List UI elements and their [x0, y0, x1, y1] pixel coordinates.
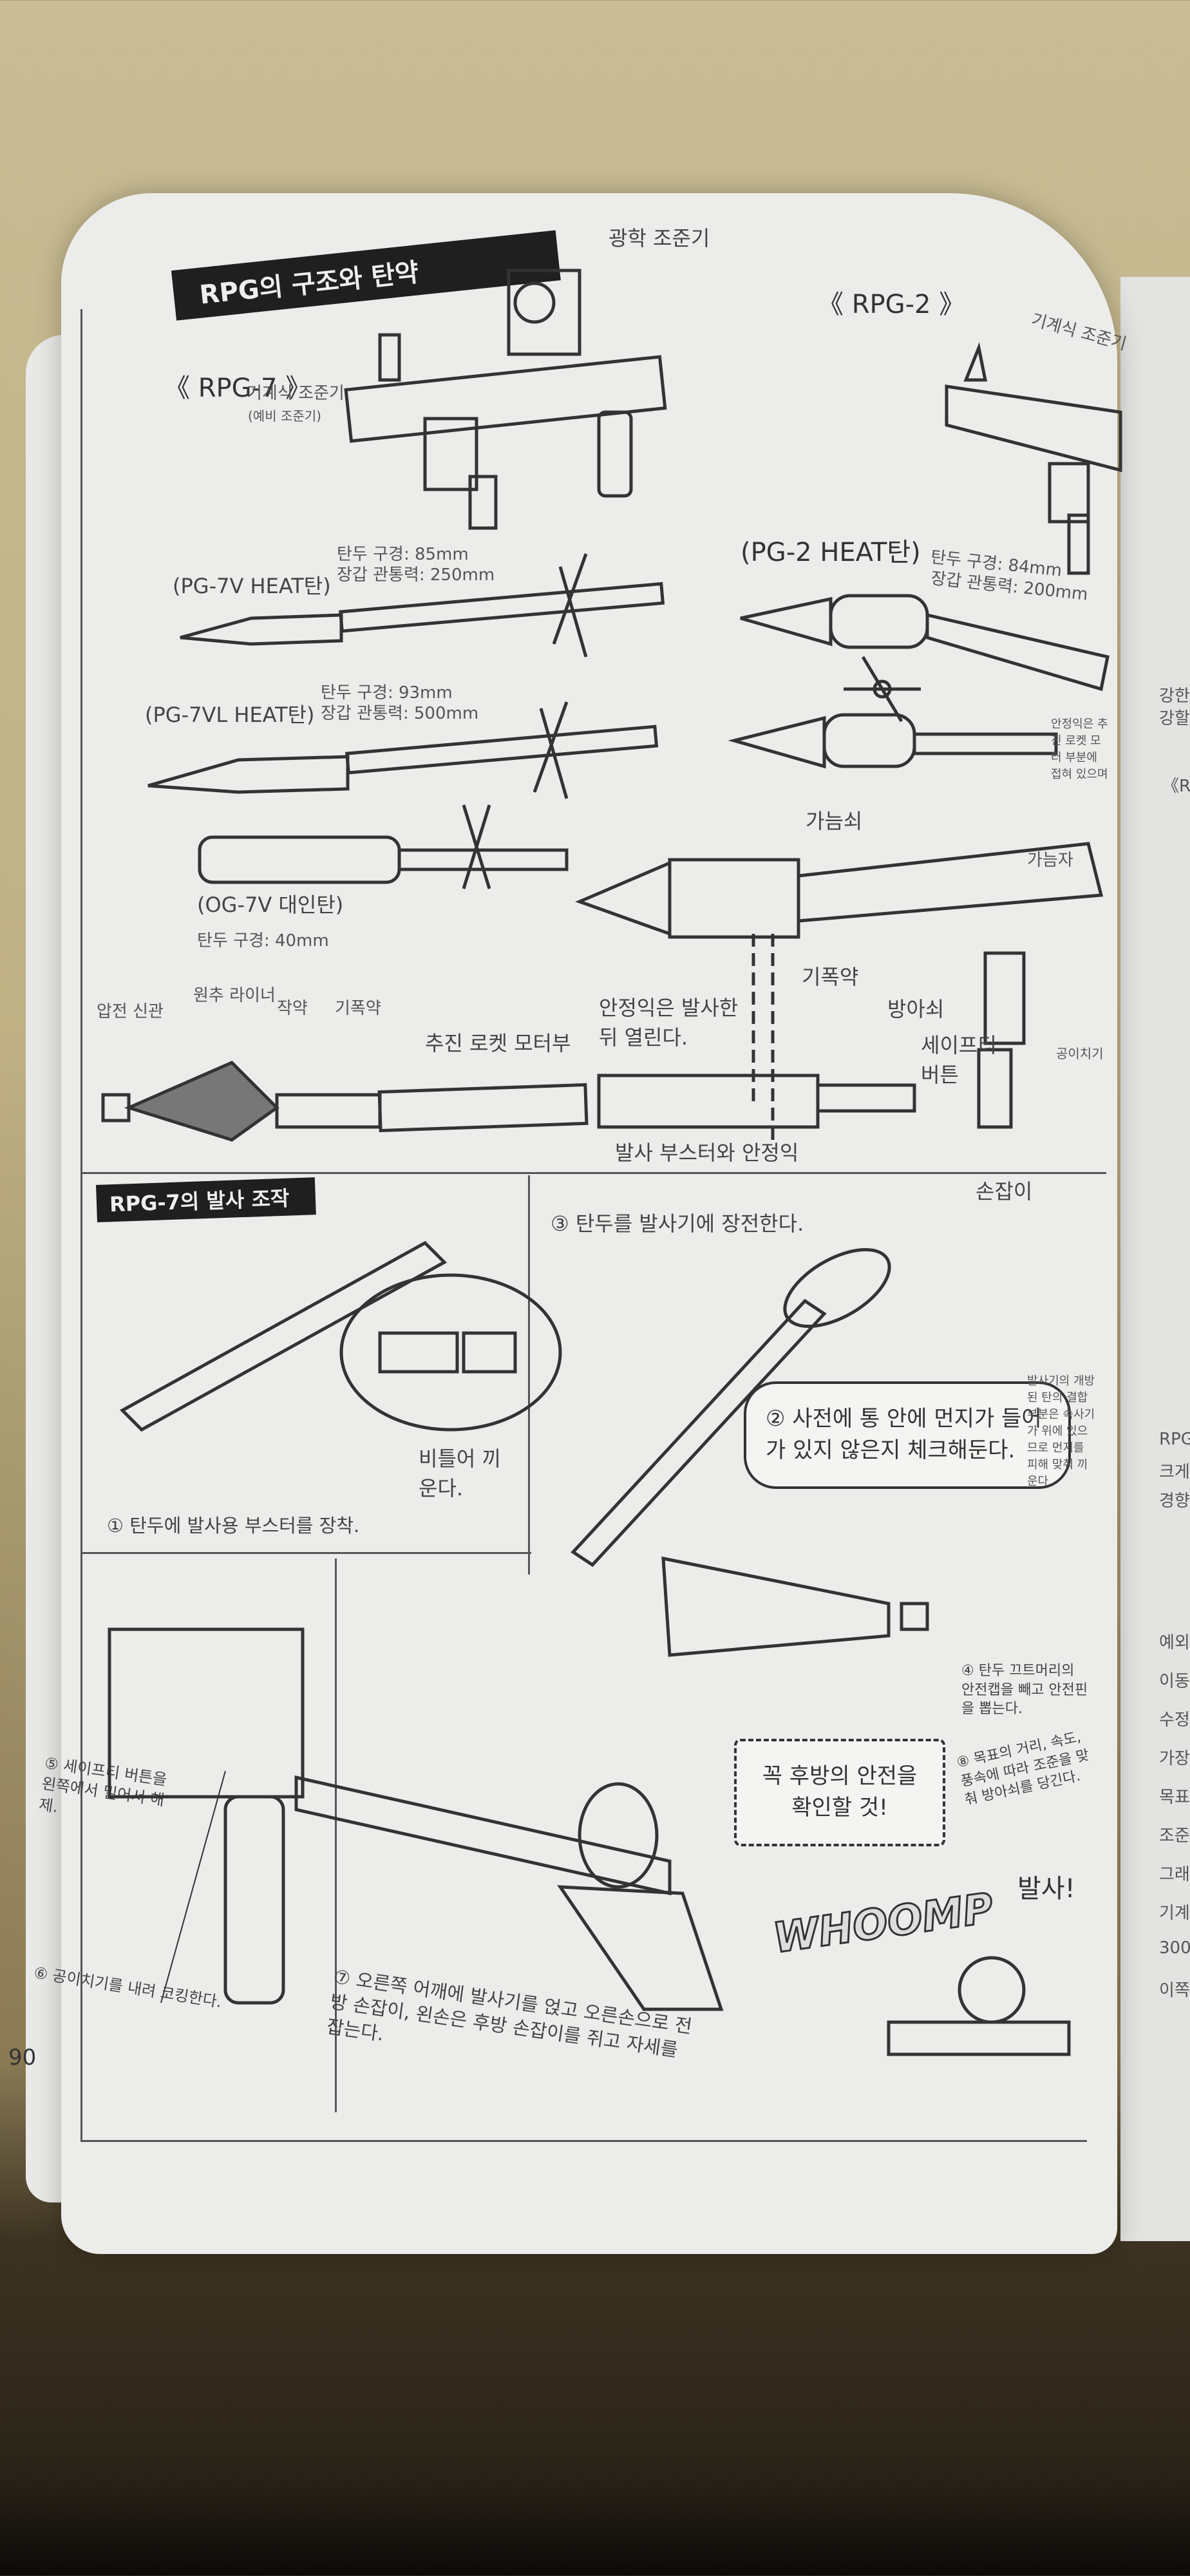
right-page-fragment: 300m	[1159, 1938, 1190, 1958]
pg7v-round-illustration	[180, 553, 665, 658]
panel-divider	[80, 1552, 531, 1554]
right-page-fragment: 예외	[1159, 1633, 1190, 1653]
rpg2-cutaway-illustration	[575, 842, 1104, 1140]
right-page-fragment: 이쪽	[1159, 1981, 1190, 2000]
right-page	[1120, 277, 1190, 2241]
round-name-pg7vl: (PG-7VL HEAT탄)	[145, 703, 315, 727]
rpg7-launcher-illustration	[344, 269, 667, 530]
fire-exclamation: 발사!	[1017, 1874, 1075, 1904]
front-sight-label: 가늠쇠	[806, 809, 863, 833]
round-name-og7v: (OG-7V 대인탄)	[197, 893, 344, 917]
right-page-fragment: 이동	[1159, 1672, 1190, 1691]
pg2-round-illustration	[728, 594, 1110, 769]
round-name-pg7v: (PG-7V HEAT탄)	[173, 574, 331, 598]
right-page-fragment: 크게	[1159, 1463, 1190, 1482]
detonator-label-launcher: 기폭약	[802, 965, 859, 989]
warning-bubble: 꼭 후방의 안전을 확인할 것!	[734, 1739, 945, 1846]
panel-divider	[528, 1175, 530, 1575]
booster-label: 발사 부스터와 안정익	[615, 1141, 799, 1165]
right-page-fragment: 《R	[1162, 777, 1190, 796]
detonator-label: 기폭약	[335, 999, 381, 1018]
pg7vl-round-illustration	[147, 701, 659, 799]
right-page-fragment: 경향	[1159, 1492, 1190, 1511]
loading-illustration	[571, 1247, 891, 1567]
iron-sight-note: (예비 조준기)	[248, 408, 321, 424]
right-page-fragment: 목표	[1159, 1788, 1190, 1807]
rocket-motor-label: 추진 로켓 모터부	[425, 1031, 571, 1056]
right-page-fragment: 그래	[1159, 1865, 1190, 1884]
right-page-fragment: 수정	[1159, 1710, 1190, 1730]
cone-liner-label: 원추 라이너	[193, 986, 276, 1005]
book-page	[61, 193, 1117, 2254]
booster-attach-illustration	[119, 1240, 562, 1432]
trigger-label: 방아쇠	[887, 997, 945, 1021]
twist-note: 비틀어 끼운다.	[419, 1446, 501, 1501]
right-page-fragment: 강할	[1159, 709, 1190, 728]
right-page-fragment: 기계	[1159, 1904, 1190, 1923]
operation-panel	[80, 1172, 1087, 2142]
round-penetration-pg7vl: 장갑 관통력: 500mm	[321, 704, 479, 723]
page-number: 90	[8, 2045, 37, 2070]
safety-button-label: 세이프티 버튼	[921, 1033, 997, 1087]
step-4: ④ 탄두 끄트머리의 안전캡을 빼고 안전핀을 뽑는다.	[961, 1663, 1088, 1718]
panel-divider	[335, 1558, 337, 2112]
round-caliber-og7v: 탄두 구경: 40mm	[197, 931, 329, 951]
round-penetration-pg7v: 장갑 관통력: 250mm	[337, 565, 495, 585]
rpg2-launcher-illustration	[945, 342, 1122, 575]
trigger-grip-illustration	[108, 1627, 305, 2005]
iron-sight-label: 기계식 조준기	[247, 384, 345, 403]
fin-note-label: 안정익은 발사한 뒤 열린다.	[599, 996, 739, 1050]
step-3: ③ 탄두를 발사기에 장전한다.	[551, 1211, 804, 1236]
round-caliber-pg7vl: 탄두 구경: 93mm	[321, 683, 453, 703]
right-page-fragment: 가장	[1159, 1749, 1190, 1768]
rocket-cutaway-illustration	[101, 1061, 916, 1142]
rpg2-heading: 《 RPG-2 》	[818, 290, 965, 319]
rpg7-heading: 《 RPG-7 》	[164, 374, 312, 403]
charge-label: 작약	[277, 999, 308, 1018]
right-page-fragment: RPG	[1159, 1430, 1190, 1449]
pg2-fin-note: 안정익은 추진 로켓 모터 부분에 접혀 있으며 발사 후 펼쳐진다.	[1051, 717, 1108, 779]
round-name-pg2: (PG-2 HEAT탄)	[741, 538, 921, 567]
soldier-fired-illustration	[887, 1956, 1071, 2056]
step-1: ① 탄두에 발사용 부스터를 장착.	[107, 1515, 360, 1537]
step-2-bubble: ② 사전에 통 안에 먼지가 들어가 있지 않은지 체크해둔다.	[744, 1381, 1071, 1489]
optical-sight-label: 광학 조준기	[609, 226, 710, 251]
right-page-fragment: 조준	[1159, 1826, 1190, 1846]
og7v-round-illustration	[198, 804, 569, 889]
round-caliber-pg7v: 탄두 구경: 85mm	[337, 545, 469, 564]
right-page-fragment: 강한	[1159, 687, 1190, 706]
fuze-label: 압전 신관	[97, 1002, 164, 1021]
warhead-cap-illustration	[661, 1556, 929, 1657]
loader-note: 발사기의 개방된 탄의 결합 부분은 속사기가 위에 있으므로 먼지를 피해 맞…	[1027, 1374, 1095, 1488]
soldier-firing-illustration	[294, 1775, 724, 2011]
grip-label: 손잡이	[976, 1179, 1033, 1204]
hammer-label: 공이치기	[1056, 1046, 1104, 1061]
rear-sight-label: 가늠자	[1027, 851, 1073, 870]
